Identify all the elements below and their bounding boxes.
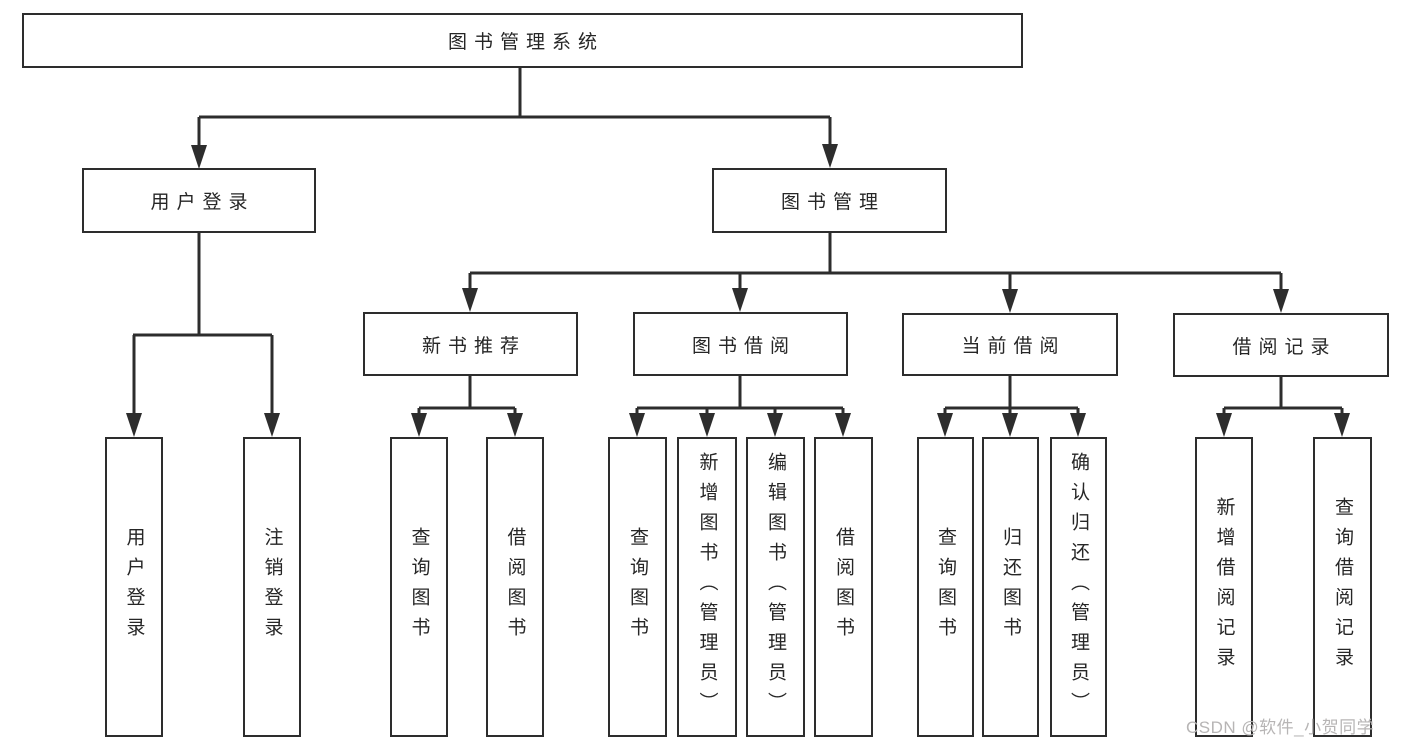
connector-root-branch: [191, 68, 838, 169]
node-book-borrow: 图书借阅: [633, 312, 848, 376]
connector-book-borrow-branch: [629, 376, 851, 437]
connector-current-borrow-branch: [937, 376, 1086, 437]
leaf-borrowing-edit-books-admin: 编辑图书（管理员）: [746, 437, 805, 737]
node-current-borrow: 当前借阅: [902, 313, 1118, 376]
node-user-login: 用户登录: [82, 168, 316, 233]
leaf-newbook-borrow-books: 借阅图书: [486, 437, 544, 737]
leaf-newbook-query-books: 查询图书: [390, 437, 448, 737]
connector-book-mgmt-branch: [462, 233, 1289, 313]
node-root: 图书管理系统: [22, 13, 1023, 68]
leaf-borrowing-add-books-admin: 新增图书（管理员）: [677, 437, 737, 737]
leaf-current-confirm-return-admin: 确认归还（管理员）: [1050, 437, 1107, 737]
leaf-user-login: 用户登录: [105, 437, 163, 737]
leaf-borrowing-query-books: 查询图书: [608, 437, 667, 737]
watermark: CSDN @软件_小贺同学: [1186, 718, 1375, 737]
leaf-current-return-books: 归还图书: [982, 437, 1039, 737]
connector-user-login-branch: [126, 233, 280, 437]
node-borrow-record: 借阅记录: [1173, 313, 1389, 377]
connector-borrow-record-branch: [1216, 377, 1350, 437]
leaf-logout: 注销登录: [243, 437, 301, 737]
leaf-borrowing-borrow-books: 借阅图书: [814, 437, 873, 737]
node-new-book: 新书推荐: [363, 312, 578, 376]
leaf-record-query-borrow-record: 查询借阅记录: [1313, 437, 1372, 737]
leaf-current-query-books: 查询图书: [917, 437, 974, 737]
connector-new-book-branch: [411, 376, 523, 437]
leaf-record-add-borrow-record: 新增借阅记录: [1195, 437, 1253, 737]
node-book-mgmt: 图书管理: [712, 168, 947, 233]
